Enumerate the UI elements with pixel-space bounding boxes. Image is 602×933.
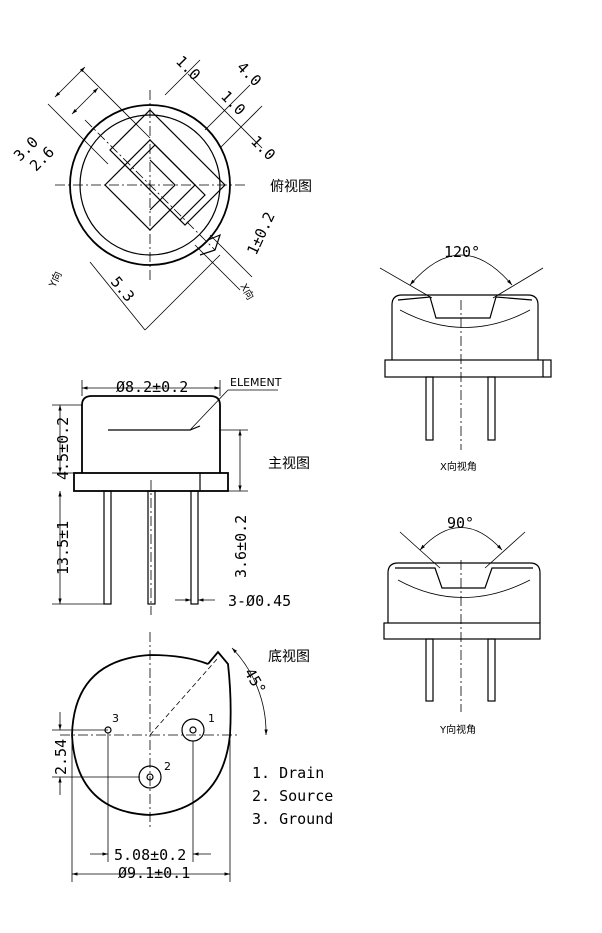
- bottom-pin1-ring: [181, 718, 205, 742]
- bottom-angle-label: 45°: [241, 665, 270, 697]
- dim-10c-label: 1.0: [247, 132, 279, 164]
- bottom-pin2-label: 2: [164, 760, 171, 773]
- x-view-label: X向视角: [440, 460, 477, 473]
- front-lead-3: [190, 490, 199, 605]
- top-ext-7: [209, 234, 253, 278]
- y-angle-arc: [419, 527, 503, 551]
- x-lens: [397, 296, 533, 319]
- top-dim-line-53: [89, 261, 146, 331]
- front-leaddia-label: 3-Ø0.45: [228, 592, 291, 610]
- x-can: [391, 294, 539, 360]
- top-ext-1: [81, 69, 151, 139]
- top-centerline-d: [84, 119, 216, 251]
- dim-10a-label: 1.0: [172, 52, 204, 84]
- x-angle-view: 120° X向视角: [379, 243, 552, 473]
- top-ext-5: [219, 105, 263, 149]
- y-angle-view: 90° Y向视角: [383, 514, 541, 736]
- bottom-outer-label: Ø9.1±0.1: [118, 864, 190, 882]
- y-ray-right: [484, 531, 526, 569]
- element-label: ELEMENT: [230, 376, 282, 389]
- top-dim-line-40: [187, 73, 263, 149]
- top-dim-30: [54, 66, 86, 98]
- bottom-tab-line: [149, 657, 219, 736]
- bottom-view: 3 1 2 45° 2.54 5.08±0.2 Ø9.1±0.1 底视图: [52, 632, 310, 882]
- top-window-mid: [129, 144, 206, 221]
- y-lens-curve: [397, 579, 531, 598]
- front-element-leader: [189, 389, 229, 431]
- top-ext-3: [164, 59, 201, 96]
- y-can: [387, 562, 541, 623]
- front-can: [81, 395, 221, 473]
- front-pin-label: 3.6±0.2: [232, 515, 250, 578]
- pin-list-item-1: 1. Drain: [252, 764, 324, 782]
- top-dim-26: [71, 87, 99, 115]
- front-element: [108, 425, 201, 431]
- y-lens: [395, 567, 533, 589]
- x-angle-arc: [409, 254, 513, 286]
- bottom-spacing-h-label: 5.08±0.2: [114, 846, 186, 864]
- front-height-label: 4.5±0.2: [54, 417, 72, 480]
- top-ext-8: [144, 254, 221, 331]
- y-flange: [383, 622, 541, 640]
- pin-list-item-3: 3. Ground: [252, 810, 333, 828]
- bottom-view-label: 底视图: [268, 649, 310, 665]
- x-ray-right: [492, 267, 544, 299]
- top-element-inner: [149, 159, 176, 211]
- bottom-pin1: [189, 726, 197, 734]
- top-ext-4: [204, 84, 251, 131]
- top-view: 3.0 2.6 1.0 4.0 1.0 1.0 1±0.2 5.3 俯视图 Y向…: [10, 52, 312, 331]
- front-lead-1: [103, 490, 112, 605]
- top-view-label: 俯视图: [270, 179, 312, 195]
- bottom-spacing-v-label: 2.54: [52, 739, 70, 775]
- dim-10b-label: 1.0: [217, 87, 249, 119]
- y-direction-label: Y向: [46, 269, 65, 290]
- x-lead-1: [425, 376, 434, 441]
- pin-list: 1. Drain 2. Source 3. Ground: [252, 764, 333, 828]
- bottom-pin3-label: 3: [112, 712, 119, 725]
- x-direction-label: X向: [237, 281, 257, 302]
- y-angle-label: 90°: [447, 514, 474, 532]
- x-lens-curve: [399, 309, 531, 328]
- x-lead-2: [487, 376, 496, 441]
- y-lead-2: [487, 638, 496, 702]
- dim-53-label: 5.3: [107, 273, 138, 305]
- front-lead-label: 13.5±1: [54, 521, 72, 575]
- y-view-label: Y向视角: [439, 723, 476, 736]
- pin-list-item-2: 2. Source: [252, 787, 333, 805]
- front-view: ELEMENT Ø8.2±0.2 4.5±0.2 13.5±1 3.6±0.2 …: [52, 376, 310, 615]
- x-ray-left: [379, 267, 433, 299]
- x-angle-label: 120°: [444, 243, 480, 261]
- dim-1-label: 1±0.2: [243, 209, 278, 258]
- bottom-pin1-label: 1: [208, 712, 215, 725]
- bottom-angle-arc: [231, 647, 268, 736]
- x-flange: [384, 359, 552, 378]
- front-view-label: 主视图: [268, 456, 310, 472]
- dim-40-label: 4.0: [233, 58, 265, 90]
- front-dia-label: Ø8.2±0.2: [116, 378, 188, 396]
- top-ext-6: [194, 244, 241, 291]
- y-lead-1: [425, 638, 434, 702]
- top-ext-2: [47, 103, 109, 165]
- front-lead-2: [147, 490, 156, 605]
